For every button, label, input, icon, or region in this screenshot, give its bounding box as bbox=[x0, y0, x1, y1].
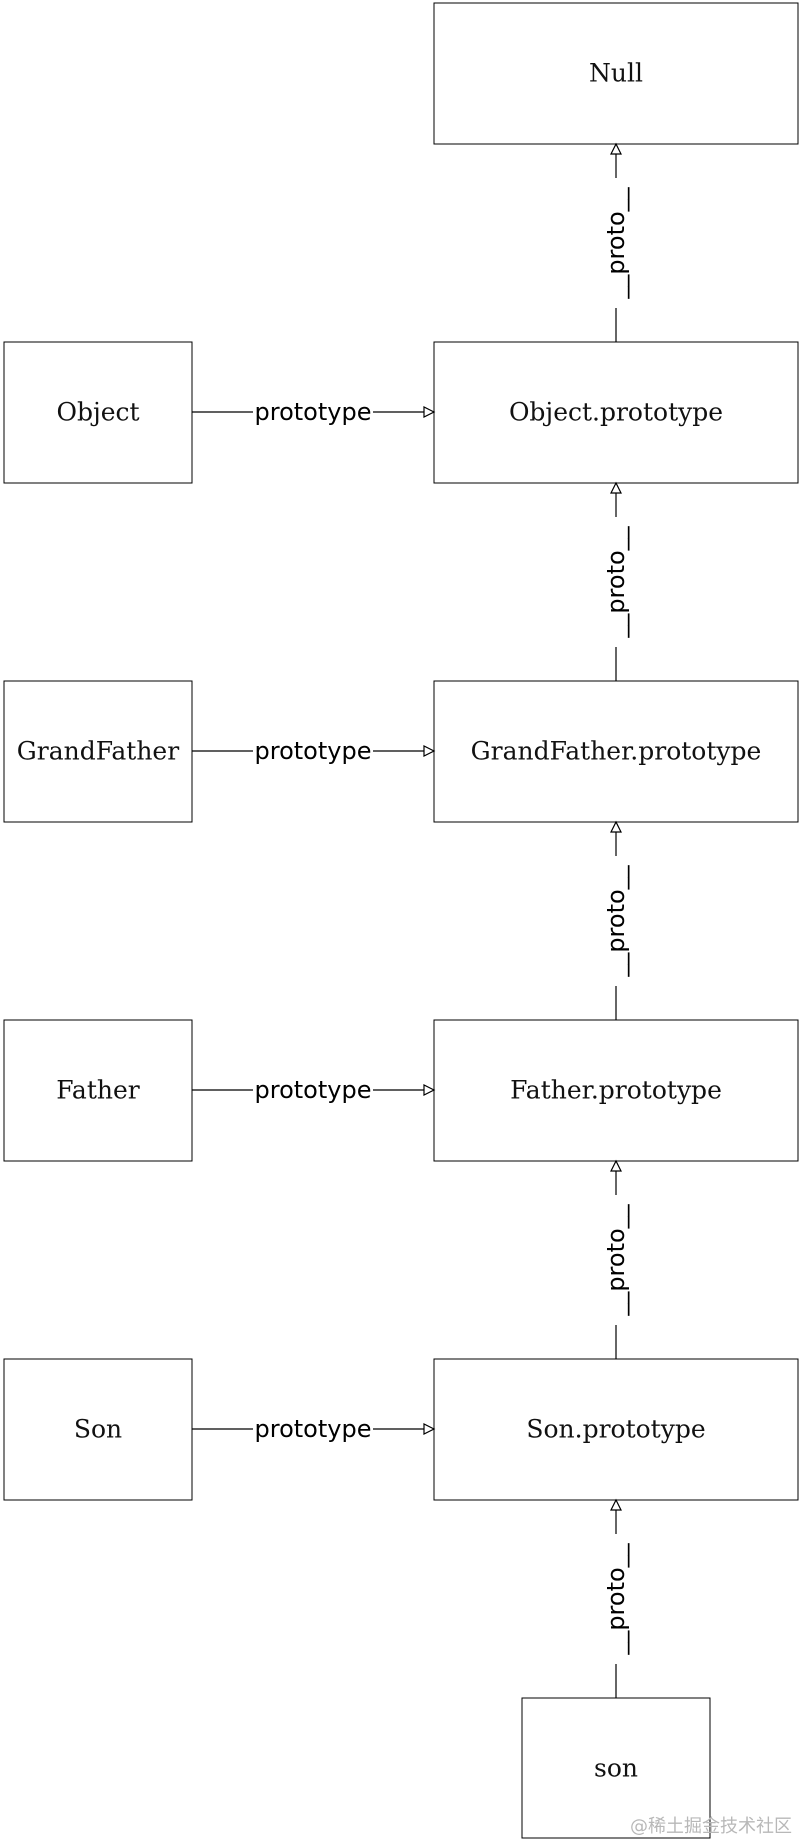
arrowhead-right-icon bbox=[423, 1423, 436, 1435]
arrowhead-right-icon bbox=[423, 1084, 436, 1096]
watermark: @稀土掘金技术社区 bbox=[630, 1816, 792, 1837]
edge-father-prototype-proto: __proto__ bbox=[601, 820, 631, 1020]
edge-grandfather-prototype: prototype bbox=[192, 736, 436, 766]
node-null: Null bbox=[433, 2, 799, 145]
node-object-label: Object bbox=[56, 398, 139, 427]
node-son-prototype-label: Son.prototype bbox=[526, 1415, 705, 1444]
node-grandfather-prototype: GrandFather.prototype bbox=[433, 680, 799, 823]
node-son-instance: son bbox=[521, 1697, 711, 1839]
edge-label-proto: __proto__ bbox=[602, 186, 630, 299]
node-father-prototype-label: Father.prototype bbox=[510, 1076, 722, 1105]
arrowhead-up-icon bbox=[610, 142, 622, 155]
node-son-instance-label: son bbox=[594, 1754, 638, 1783]
node-grandfather-label: GrandFather bbox=[17, 737, 179, 766]
node-object-prototype-label: Object.prototype bbox=[509, 398, 723, 427]
node-object-prototype: Object.prototype bbox=[433, 341, 799, 484]
arrowhead-up-icon bbox=[610, 1159, 622, 1172]
node-son-label: Son bbox=[74, 1415, 122, 1444]
node-grandfather: GrandFather bbox=[3, 680, 193, 823]
node-son: Son bbox=[3, 1358, 193, 1501]
node-object: Object bbox=[3, 341, 193, 484]
arrowhead-right-icon bbox=[423, 406, 436, 418]
edge-label-prototype: prototype bbox=[255, 398, 372, 426]
edge-label-proto: __proto__ bbox=[602, 525, 630, 638]
edge-label-proto: __proto__ bbox=[602, 1203, 630, 1316]
edge-label-prototype: prototype bbox=[255, 737, 372, 765]
edge-son-prototype-proto: __proto__ bbox=[601, 1159, 631, 1359]
edge-label-proto: __proto__ bbox=[602, 1542, 630, 1655]
node-father-label: Father bbox=[56, 1076, 139, 1105]
node-father: Father bbox=[3, 1019, 193, 1162]
edge-father-prototype: prototype bbox=[192, 1075, 436, 1105]
node-grandfather-prototype-label: GrandFather.prototype bbox=[471, 737, 762, 766]
arrowhead-right-icon bbox=[423, 745, 436, 757]
node-son-prototype: Son.prototype bbox=[433, 1358, 799, 1501]
arrowhead-up-icon bbox=[610, 1498, 622, 1511]
edge-label-prototype: prototype bbox=[255, 1415, 372, 1443]
edge-object-prototype-proto: __proto__ bbox=[601, 142, 631, 342]
edge-son-prototype: prototype bbox=[192, 1414, 436, 1444]
edge-son-instance-proto: __proto__ bbox=[601, 1498, 631, 1698]
arrowhead-up-icon bbox=[610, 820, 622, 833]
edge-grandfather-prototype-proto: __proto__ bbox=[601, 481, 631, 681]
edge-label-proto: __proto__ bbox=[602, 864, 630, 977]
edge-object-prototype: prototype bbox=[192, 397, 436, 427]
edge-label-prototype: prototype bbox=[255, 1076, 372, 1104]
arrowhead-up-icon bbox=[610, 481, 622, 494]
node-father-prototype: Father.prototype bbox=[433, 1019, 799, 1162]
node-null-label: Null bbox=[589, 59, 643, 88]
